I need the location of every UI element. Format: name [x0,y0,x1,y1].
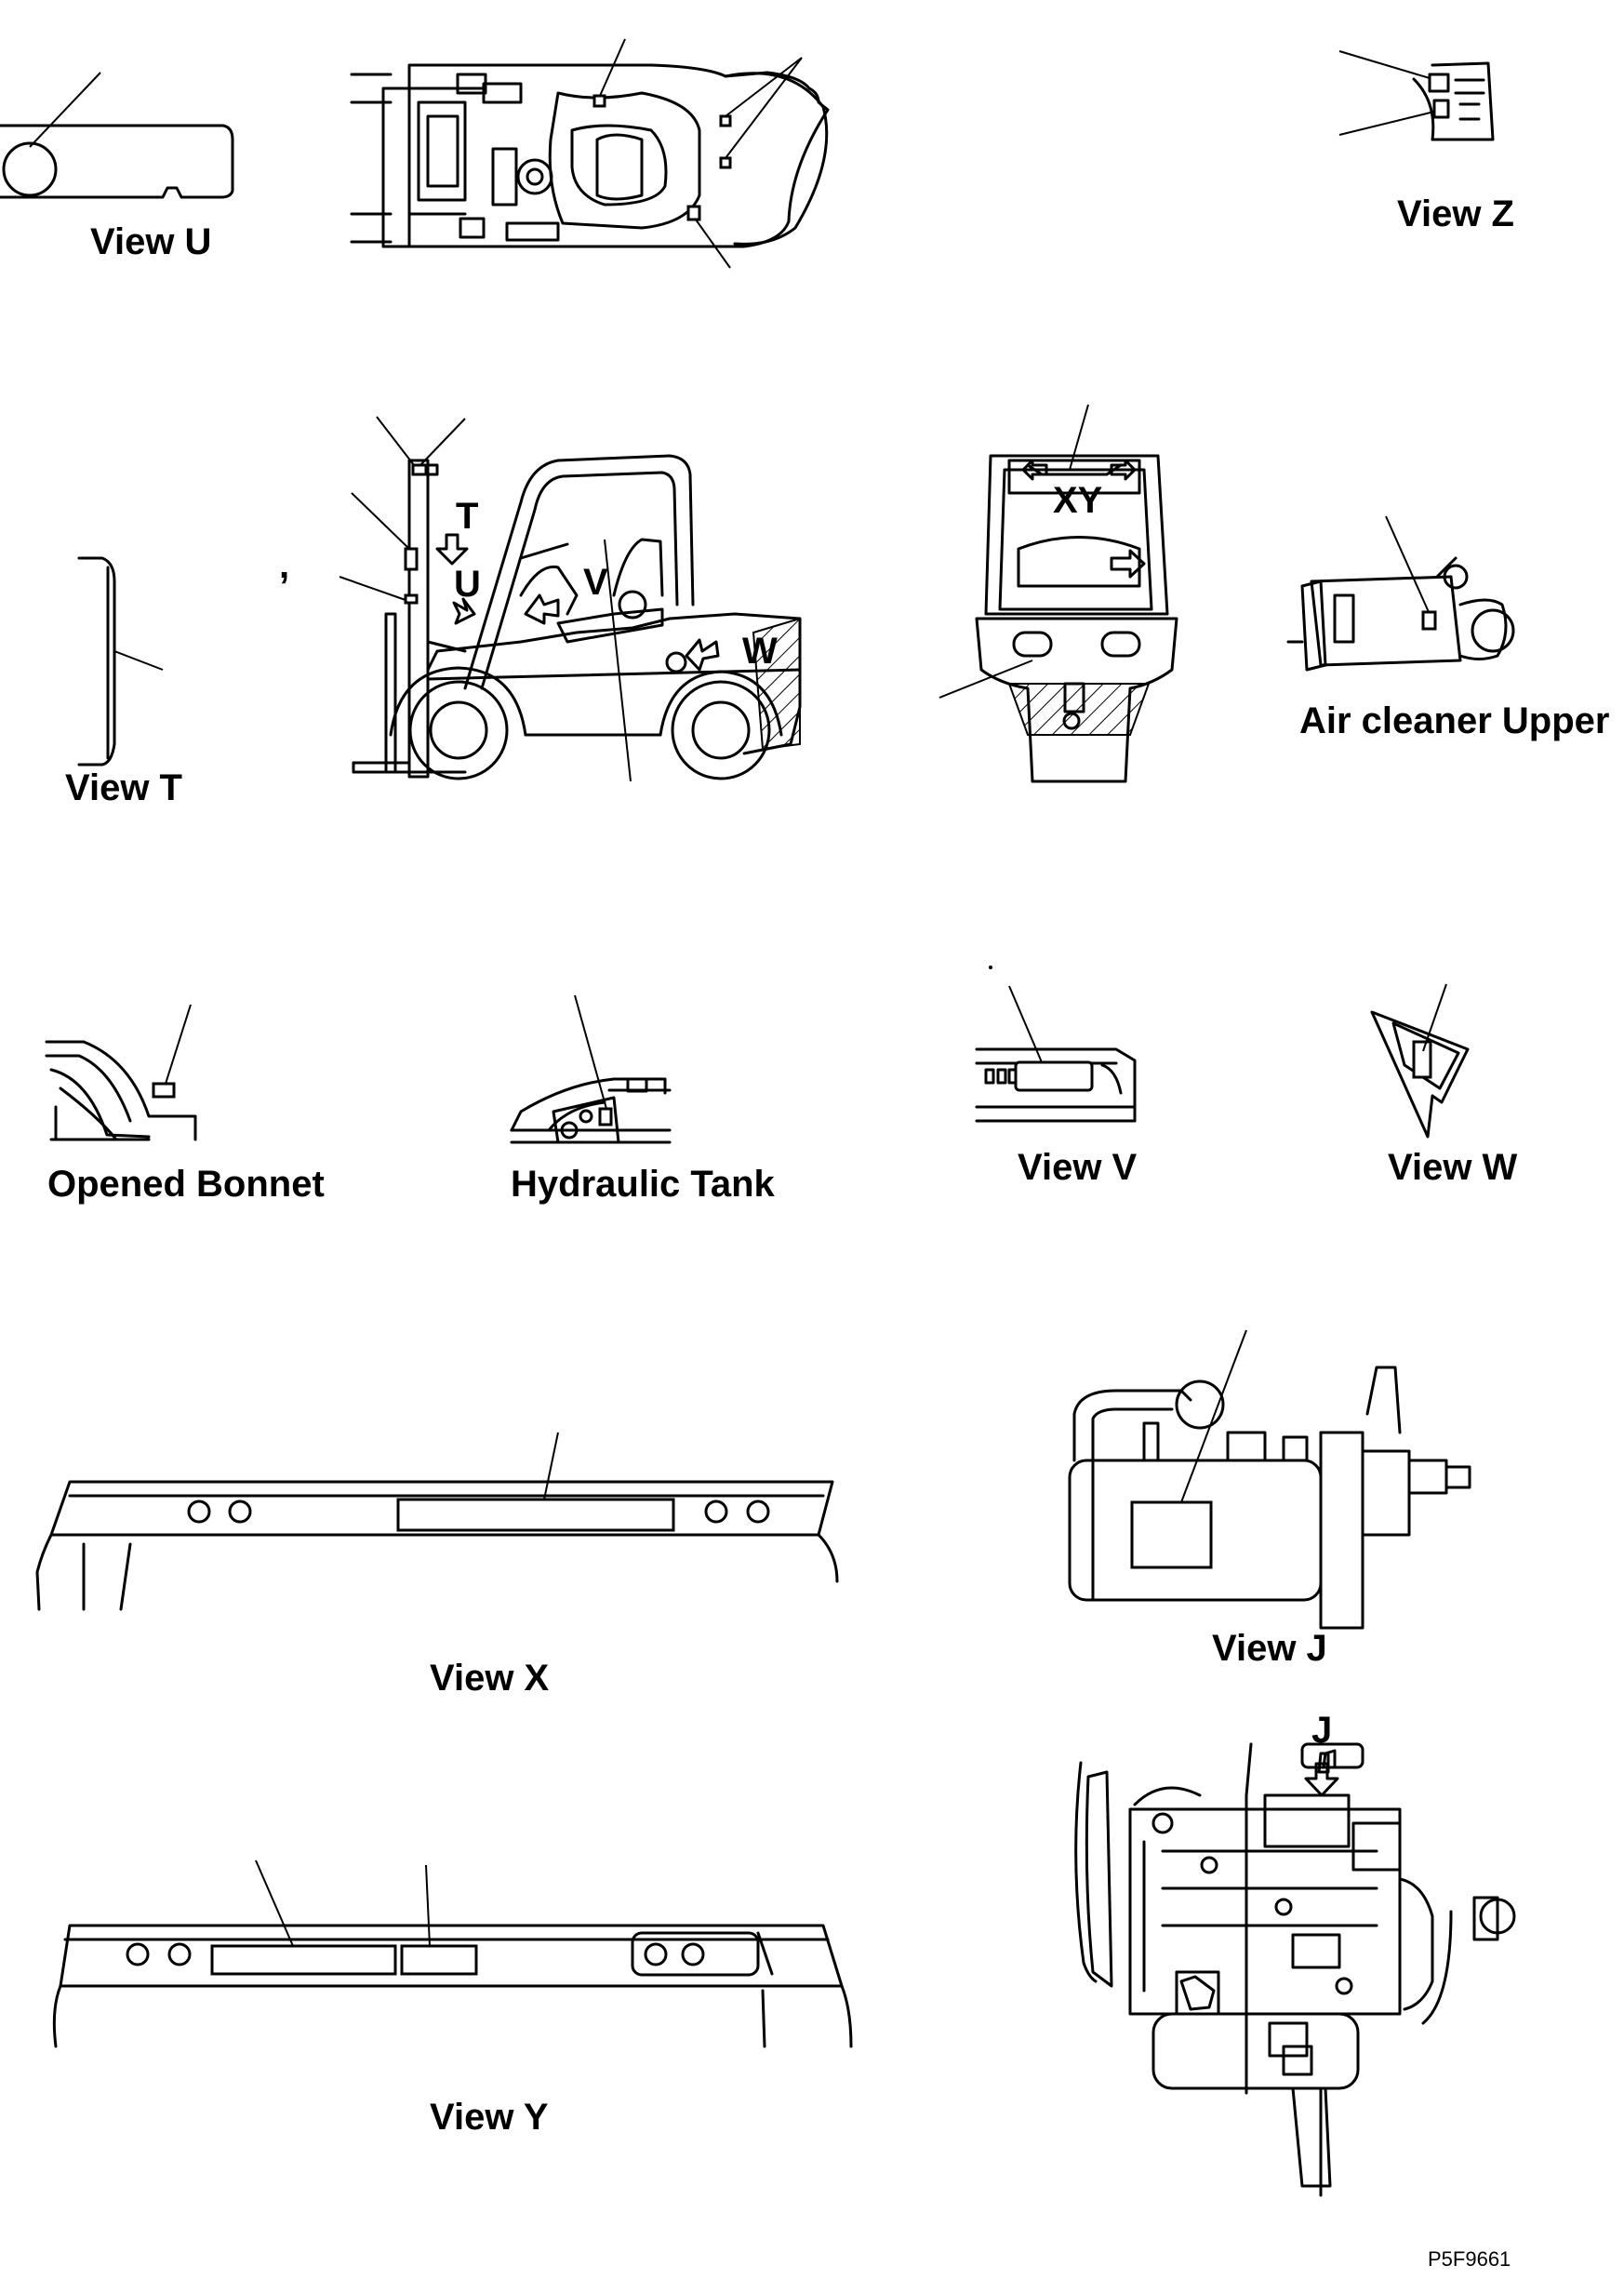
opened-bonnet-drawing [45,1004,197,1141]
marker-w: W [742,631,778,672]
view-w-label: View W [1388,1147,1518,1188]
opened-bonnet-label: Opened Bonnet [47,1164,325,1205]
view-z-drawing [1338,50,1495,141]
view-y-label: View Y [430,2097,549,2138]
view-t-drawing [77,556,164,766]
marker-t: T [456,496,479,537]
view-v-drawing [975,966,1137,1123]
forklift-side-view [339,416,802,782]
view-y-drawing [52,1859,853,2048]
view-u-label: View U [90,221,212,262]
forklift-rear-view [938,404,1178,783]
forklift-top-view [350,38,830,269]
view-u-leader-line [29,72,101,148]
view-x-label: View X [430,1658,550,1699]
view-u-drawing [0,72,234,199]
view-w-drawing [1370,983,1470,1139]
drawing-code: P5F9661 [1428,2247,1511,2271]
marker-v: V [583,562,608,603]
view-z-label: View Z [1397,193,1514,234]
stray-comma-mark: , [279,545,290,586]
hydraulic-tank-label: Hydraulic Tank [511,1164,775,1205]
marker-xy: XY [1053,480,1103,521]
view-j-drawing [1068,1329,1471,1630]
marker-j: J [1311,1710,1333,1751]
air-cleaner-drawing [1286,515,1515,672]
engine-drawing [1074,1742,1516,2197]
view-v-label: View V [1018,1147,1138,1188]
view-t-label: View T [65,767,182,808]
view-j-label: View J [1212,1628,1327,1669]
air-cleaner-label: Air cleaner Upper [1299,700,1610,741]
hydraulic-tank-drawing [510,994,672,1144]
marker-u: U [454,564,481,605]
view-x-drawing [35,1432,839,1611]
